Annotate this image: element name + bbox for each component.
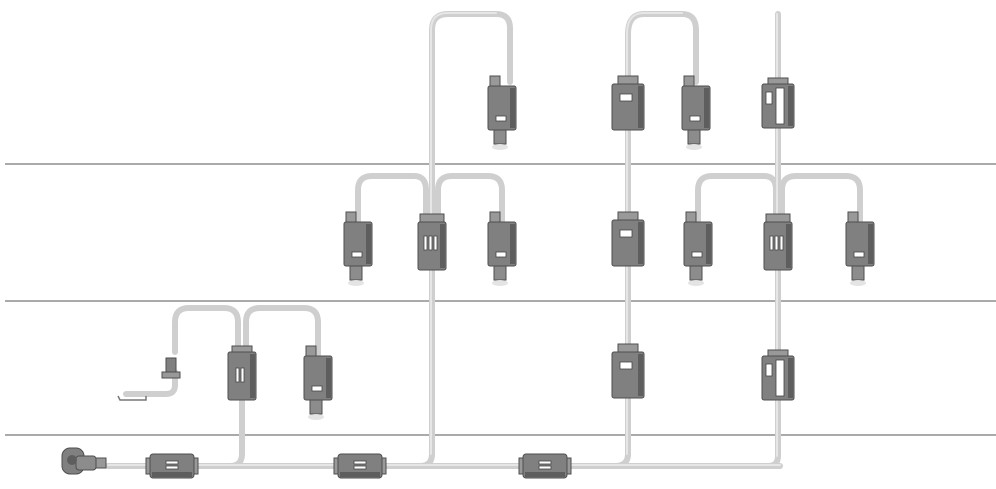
level1-receiver xyxy=(303,345,333,420)
inline-splitter-3 xyxy=(518,453,572,479)
level2-splitter-right xyxy=(763,213,793,271)
devices xyxy=(61,75,875,479)
level1-repeater-slim xyxy=(761,349,795,401)
cable-loop-2b xyxy=(435,173,505,225)
level2-receiver-far xyxy=(845,211,875,286)
level1-repeater-dual xyxy=(611,343,645,399)
cable-loop-2a xyxy=(355,173,429,225)
level3-receiver-left xyxy=(487,75,517,150)
cables xyxy=(105,11,863,469)
level3-repeater-slim xyxy=(761,77,795,129)
inline-splitter-1 xyxy=(145,453,199,479)
level2-receiver-right xyxy=(683,211,713,286)
level2-splitter-left xyxy=(417,213,447,271)
level3-receiver-right xyxy=(681,75,711,150)
root-connector xyxy=(61,447,107,475)
cable-loop-1a xyxy=(172,305,241,355)
cable-loop-1b xyxy=(243,305,321,358)
cable-handset xyxy=(123,369,178,397)
level2-receiver-mid xyxy=(487,211,517,286)
level2-receiver-left xyxy=(343,211,373,286)
level3-repeater-dual xyxy=(611,75,645,131)
cable-loop-4a xyxy=(695,173,779,225)
level1-splitter xyxy=(227,345,257,401)
level2-repeater-dual xyxy=(611,211,645,267)
inline-splitter-2 xyxy=(333,453,387,479)
cable-loop-4b xyxy=(779,173,863,225)
hand-controller xyxy=(117,357,181,401)
